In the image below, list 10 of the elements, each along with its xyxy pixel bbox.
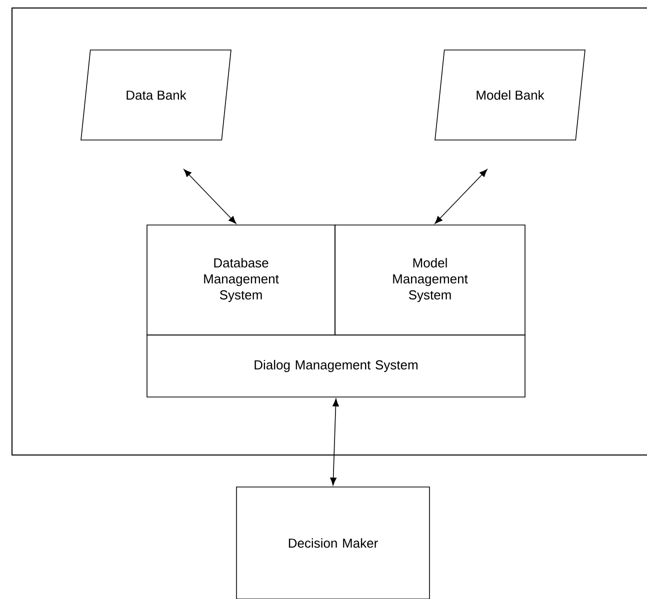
data-parallelogram: Model Bank bbox=[434, 50, 586, 140]
frame-box bbox=[12, 8, 647, 456]
process-box: Decision Maker bbox=[236, 486, 430, 599]
arrow bbox=[184, 169, 236, 224]
process-box: Dialog Management System bbox=[146, 334, 526, 398]
data-parallelogram: Data Bank bbox=[80, 50, 232, 140]
arrow bbox=[330, 398, 339, 486]
process-box: Model Management System bbox=[334, 224, 526, 336]
arrow bbox=[434, 169, 488, 224]
process-box: Database Management System bbox=[146, 224, 336, 336]
